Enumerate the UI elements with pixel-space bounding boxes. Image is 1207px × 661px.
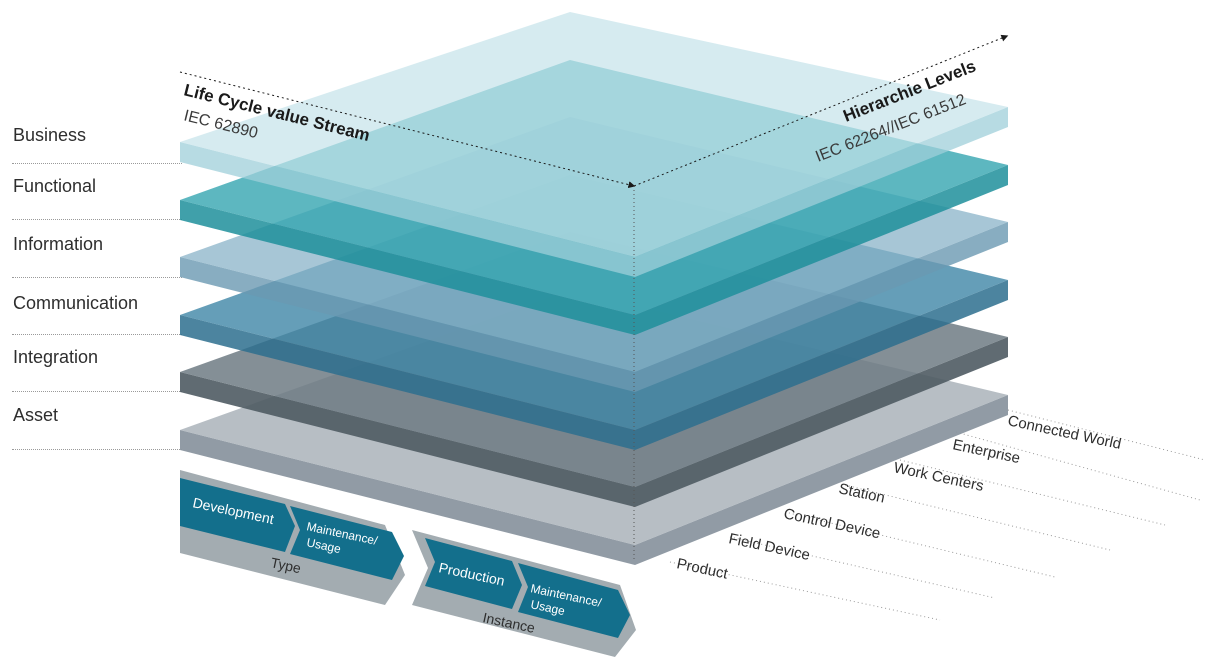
hierarchy-level-work-centers: Work Centers — [892, 459, 985, 495]
layer-divider — [12, 277, 182, 278]
layer-slab-business — [180, 12, 1008, 277]
phase-type: Development Maintenance/ Usage Type — [180, 470, 405, 605]
layer-label-information: Information — [13, 234, 104, 254]
layer-label-asset: Asset — [13, 405, 59, 425]
hierarchy-level-field-device: Field Device — [727, 530, 811, 564]
layer-divider — [12, 163, 182, 164]
layer-divider — [12, 334, 182, 335]
layer-divider — [12, 391, 182, 392]
life-cycle-axis — [179, 71, 636, 189]
hierarchy-level-enterprise: Enterprise — [951, 436, 1021, 467]
hierarchy-level-station: Station — [837, 480, 886, 506]
layer-divider — [12, 219, 182, 220]
hierarchy-level-connected-world: Connected World — [1006, 412, 1123, 453]
layer-slabs — [180, 12, 1008, 565]
hierarchy-level-control-device: Control Device — [782, 505, 882, 542]
hierarchy-axis — [633, 34, 1009, 187]
hierarchy-guides — [669, 409, 1206, 621]
layer-label-functional: Functional — [13, 176, 97, 196]
layer-label-communication: Communication — [13, 293, 139, 313]
phase-type-label: Type — [269, 554, 302, 576]
hierarchy-level-product: Product — [675, 555, 730, 583]
layer-label-integration: Integration — [13, 347, 99, 367]
layer-divider — [12, 449, 182, 450]
layer-label-business: Business — [13, 125, 87, 145]
